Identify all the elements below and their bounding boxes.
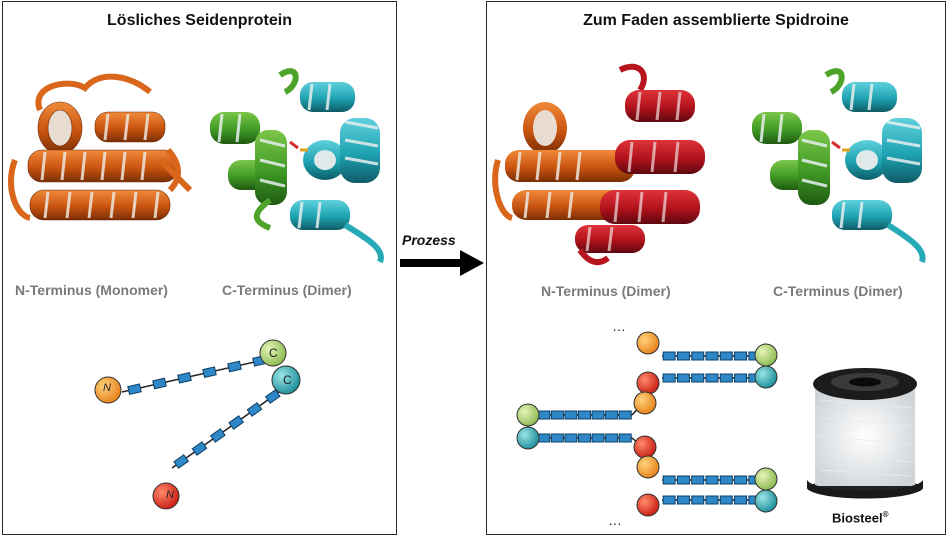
linker-block — [662, 351, 676, 361]
domain-node — [754, 467, 778, 491]
linker-block — [705, 351, 719, 361]
linker-block — [246, 402, 263, 417]
linker-block — [705, 373, 719, 383]
linker-block — [605, 410, 619, 420]
linker-block — [676, 495, 690, 505]
biosteel-name: Biosteel — [832, 510, 883, 526]
green-cyan-helix-bundle-right — [752, 68, 926, 263]
linker-block — [734, 475, 748, 485]
linker-block — [564, 410, 578, 420]
domain-node — [636, 493, 660, 517]
linker-block — [550, 410, 564, 420]
domain-node — [754, 489, 778, 513]
node-c-teal-label: C — [283, 373, 293, 387]
caption-n-terminus-monomer: N-Terminus (Monomer) — [15, 282, 168, 298]
linker-block — [173, 454, 190, 469]
linker-block — [618, 433, 632, 443]
linker-block — [605, 433, 619, 443]
biosteel-spool-image — [807, 368, 923, 499]
biosteel-mark: ® — [882, 510, 889, 519]
domain-node — [636, 455, 660, 479]
caption-c-terminus-dimer-left: C-Terminus (Dimer) — [222, 282, 352, 298]
domain-node — [516, 403, 540, 427]
linker-block — [191, 441, 208, 456]
linker-backbone — [171, 389, 283, 469]
linker-block — [691, 495, 705, 505]
domain-node — [633, 391, 657, 415]
linker-block — [578, 433, 591, 443]
linker-block — [691, 351, 705, 361]
linker-block — [662, 373, 676, 383]
linker-block — [264, 389, 281, 404]
linker-block — [127, 383, 142, 395]
linker-block — [719, 475, 733, 485]
linker-block — [691, 373, 705, 383]
linker-block — [705, 495, 719, 505]
linker-block — [202, 366, 217, 378]
linker-block — [591, 410, 605, 420]
ellipsis-bottom: … — [608, 512, 623, 528]
domain-node — [633, 435, 657, 459]
linker-block — [676, 475, 690, 485]
linker-block — [228, 415, 245, 430]
node-n-red-label: N — [166, 489, 175, 501]
linker-block — [618, 410, 632, 420]
linker-block — [719, 351, 733, 361]
linker-block — [676, 373, 690, 383]
node-c-green-label: C — [269, 346, 279, 360]
ellipsis-top: … — [612, 318, 627, 334]
linker-block — [662, 475, 676, 485]
linker-block — [591, 433, 605, 443]
linker-block — [227, 360, 242, 373]
green-cyan-helix-bundle — [210, 68, 384, 264]
domain-node — [271, 365, 301, 395]
left-panel-title: Lösliches Seidenprotein — [107, 12, 292, 29]
domain-node — [516, 426, 540, 450]
domain-node — [754, 343, 778, 367]
domain-node — [636, 331, 660, 355]
caption-n-terminus-dimer: N-Terminus (Dimer) — [541, 283, 671, 299]
orange-helix-bundle — [8, 73, 193, 221]
domain-node — [754, 365, 778, 389]
caption-c-terminus-dimer-right: C-Terminus (Dimer) — [773, 283, 903, 299]
linker-block — [152, 377, 167, 390]
linker-block — [691, 475, 705, 485]
linker-block — [734, 351, 748, 361]
linker-block — [537, 433, 551, 443]
domain-node — [259, 339, 287, 367]
process-arrow-icon — [400, 250, 484, 276]
linker-block — [578, 410, 591, 420]
linker-backbone — [121, 357, 273, 393]
linker-block — [705, 475, 719, 485]
linker-block — [550, 433, 564, 443]
linker-block — [719, 495, 733, 505]
linker-block — [734, 373, 748, 383]
linker-block — [537, 410, 551, 420]
domain-node — [94, 376, 122, 404]
linker-block — [734, 495, 748, 505]
domain-node — [152, 482, 180, 510]
biosteel-label: Biosteel® — [832, 510, 888, 525]
linker-block — [177, 372, 192, 384]
orange-red-helix-bundle — [492, 63, 705, 266]
process-arrow-label: Prozess — [402, 232, 456, 248]
right-panel-title: Zum Faden assemblierte Spidroine — [583, 12, 849, 29]
linker-block — [662, 495, 676, 505]
linker-block — [719, 373, 733, 383]
node-n-orange-label: N — [103, 382, 112, 394]
domain-node — [636, 371, 660, 395]
linker-block — [676, 351, 690, 361]
linker-block — [564, 433, 578, 443]
linker-block — [209, 428, 226, 443]
